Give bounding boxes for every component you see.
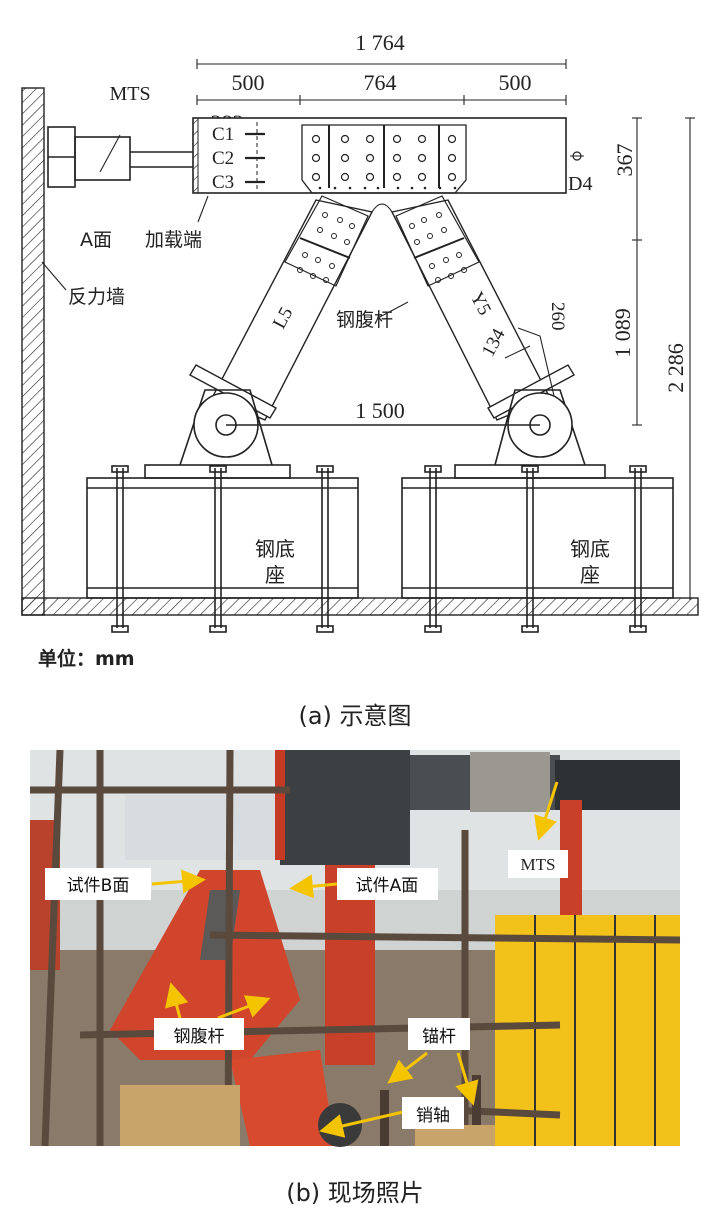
dim-segment-middle: 764 <box>364 70 397 95</box>
label-reaction-wall: 反力墙 <box>68 286 125 308</box>
dim-total-height: 2 286 <box>663 343 688 393</box>
reaction-wall <box>21 87 45 616</box>
caption-b: (b) 现场照片 <box>286 1179 424 1207</box>
brace-apex <box>371 203 393 213</box>
mts-actuator <box>47 126 193 188</box>
photo-label-face-a: 试件A面 <box>356 876 419 896</box>
dim-total-width: 1 764 <box>355 30 405 55</box>
label-steel-brace: 钢腹杆 <box>336 309 393 331</box>
steel-base-right <box>401 465 674 633</box>
label-face-a: A面 <box>80 229 112 251</box>
schematic-diagram: 1 764 500 764 500 282 367 1 089 2 286 MT… <box>21 30 699 730</box>
label-loading-end: 加载端 <box>145 229 202 251</box>
photo-label-anchor-rod: 锚杆 <box>422 1027 456 1047</box>
leader-steel-brace <box>377 301 409 319</box>
label-mts: MTS <box>109 83 150 105</box>
label-steel-base-right-line2: 座 <box>580 563 600 587</box>
loading-beam <box>192 117 584 194</box>
leader-reaction-wall <box>41 261 67 291</box>
leader-loading-end <box>197 195 209 223</box>
photo-label-steel-brace: 钢腹杆 <box>174 1027 225 1047</box>
dim-brace-height: 1 089 <box>610 308 635 358</box>
floor <box>21 597 699 616</box>
label-steel-base-left-line2: 座 <box>265 563 285 587</box>
caption-a: (a) 示意图 <box>298 702 411 730</box>
gauge-c1: C1 <box>212 124 234 145</box>
gauge-d4: D4 <box>568 173 592 195</box>
steel-base-left <box>86 465 359 633</box>
label-steel-base-left-line1: 钢底 <box>255 537 295 561</box>
steel-brace-right <box>390 195 575 421</box>
site-photo: 试件B面 试件A面 MTS 钢腹杆 锚杆 销轴 <box>30 749 681 1147</box>
dim-segment-left: 500 <box>232 70 265 95</box>
dim-pin-spacing: 1 500 <box>355 398 405 423</box>
label-steel-base-right-line1: 钢底 <box>570 537 610 561</box>
gauge-c3: C3 <box>212 172 234 193</box>
gauge-c2: C2 <box>212 148 234 169</box>
dim-beam-height: 367 <box>612 144 637 177</box>
photo-label-mts: MTS <box>521 855 556 874</box>
photo-label-face-b: 试件B面 <box>67 876 130 896</box>
photo-arrows <box>151 781 559 1138</box>
dim-brace-width: 260 <box>547 302 568 331</box>
dim-segment-right: 500 <box>499 70 532 95</box>
pin-support-right <box>454 389 606 479</box>
photo-label-pin-shaft: 销轴 <box>416 1106 450 1126</box>
unit-note: 单位：mm <box>38 647 135 670</box>
